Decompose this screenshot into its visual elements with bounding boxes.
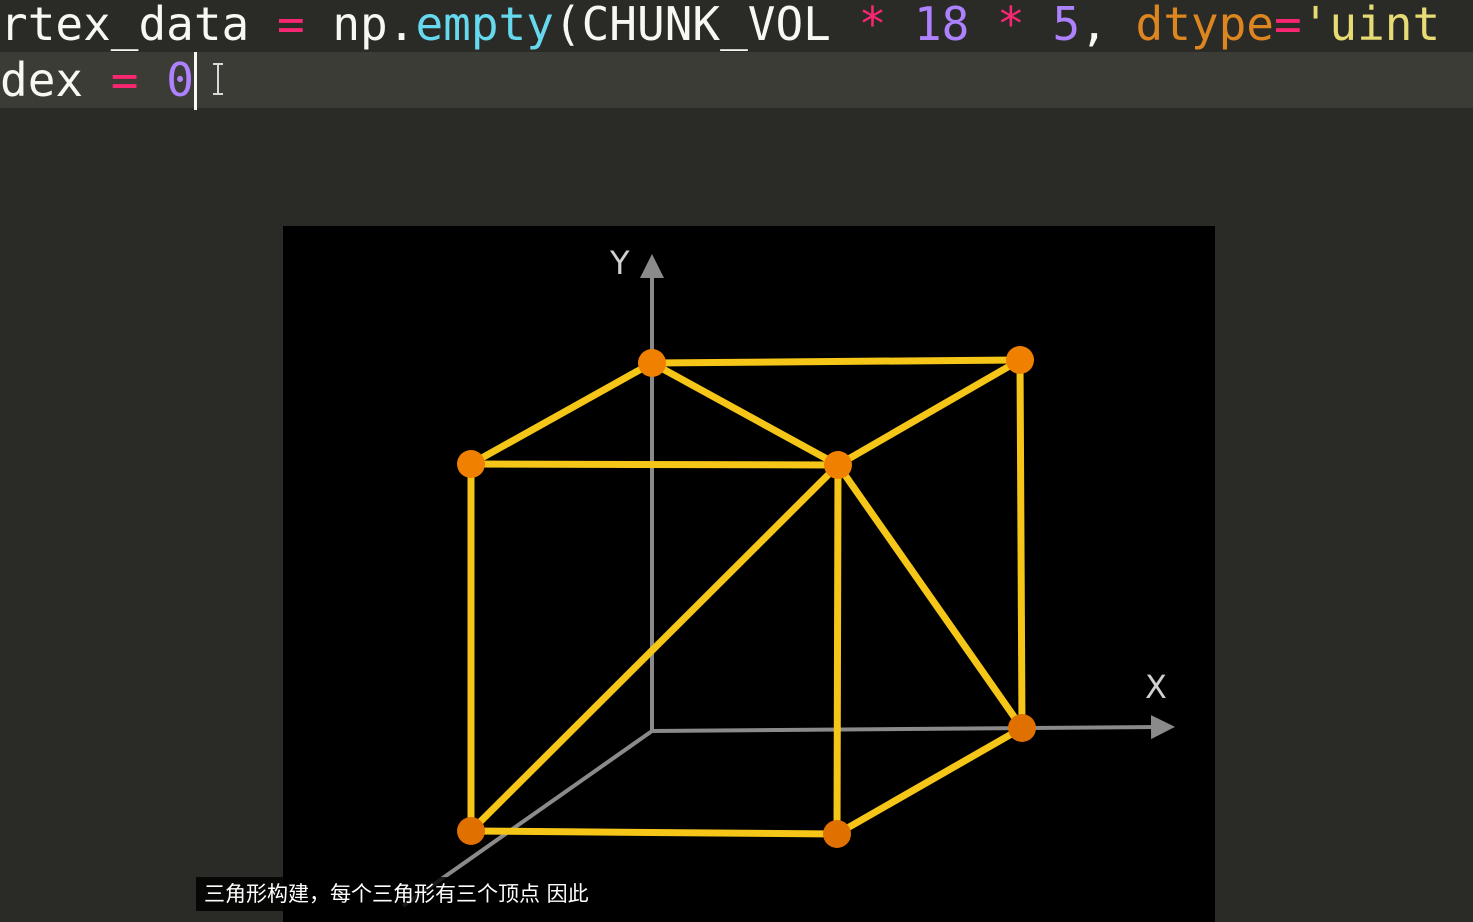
vertex: [1008, 714, 1036, 742]
code-token: *: [858, 0, 887, 51]
vertex: [457, 817, 485, 845]
vertex: [457, 450, 485, 478]
edge: [834, 356, 1024, 469]
edge: [467, 827, 841, 838]
edge: [833, 461, 842, 838]
edge: [833, 724, 1026, 838]
ibeam-cursor-icon: [213, 63, 223, 95]
edge: [467, 359, 656, 468]
code-token: 18: [886, 0, 998, 51]
code-token: =: [249, 0, 333, 51]
cube-diagram: Y X: [283, 226, 1215, 922]
text-caret: [193, 51, 197, 110]
edge: [1016, 356, 1026, 732]
edge: [467, 461, 842, 835]
edge: [834, 461, 1026, 732]
code-token: =: [1274, 0, 1302, 51]
code-token: dex: [0, 53, 84, 107]
code-line-1[interactable]: rtex_data = np.empty(CHUNK_VOL * 18 * 5,…: [0, 0, 1440, 52]
code-token: 5: [1024, 0, 1081, 51]
code-token: np.: [332, 0, 416, 51]
vertex: [824, 451, 852, 479]
video-subtitle: 三角形构建，每个三角形有三个顶点 因此: [196, 877, 597, 911]
code-token: empty: [415, 0, 554, 51]
y-axis-label: Y: [609, 244, 630, 282]
cube-vertices: [457, 346, 1036, 848]
edge: [648, 356, 1024, 367]
x-axis: [651, 715, 1175, 740]
z-axis: [401, 729, 654, 908]
code-token: =: [83, 53, 167, 107]
code-token: rtex_data: [0, 0, 250, 51]
code-token: 'uint: [1301, 0, 1441, 51]
code-token: *: [997, 0, 1025, 51]
code-token: 0: [166, 53, 194, 107]
code-line-2-current[interactable]: dex = 0: [0, 51, 1473, 110]
cube-diagram-svg: Y X: [401, 244, 1175, 908]
code-token: (CHUNK_VOL: [553, 0, 859, 51]
vertex: [823, 820, 851, 848]
vertex: [638, 349, 666, 377]
edge: [648, 359, 842, 469]
code-token: ,: [1080, 0, 1136, 51]
cube-edges: [467, 356, 1026, 838]
x-axis-label: X: [1145, 668, 1167, 706]
vertex: [1006, 346, 1034, 374]
code-token: dtype: [1135, 0, 1275, 51]
edge: [467, 460, 842, 469]
